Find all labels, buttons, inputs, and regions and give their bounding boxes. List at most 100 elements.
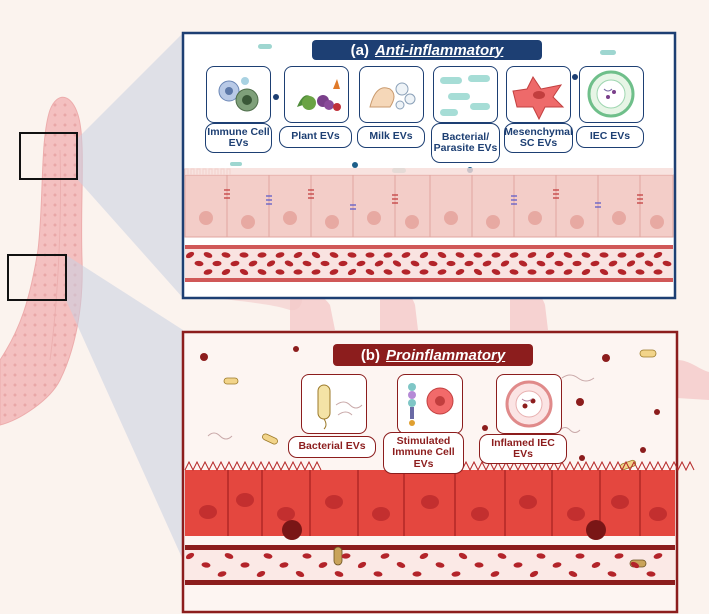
red-blood-cell (419, 251, 429, 259)
red-blood-cell (412, 571, 422, 577)
red-blood-cell (437, 252, 447, 258)
plant-produce-icon (284, 66, 349, 123)
red-blood-cell (563, 269, 573, 275)
blood-vessel-b (185, 545, 675, 585)
red-blood-cell (257, 252, 267, 258)
red-blood-cell (293, 269, 303, 275)
red-blood-cell (437, 269, 447, 275)
label-milk-evs: Milk EVs (357, 126, 425, 148)
red-blood-cell (527, 269, 537, 275)
red-blood-cell (266, 260, 276, 267)
red-blood-cell (653, 553, 663, 559)
red-blood-cell (396, 562, 406, 568)
red-blood-cell (428, 260, 438, 267)
red-blood-cell (341, 553, 351, 559)
label-immune-cell-evs: Immune Cell EVs (205, 123, 272, 153)
red-blood-cell (509, 269, 519, 275)
red-blood-cell (373, 571, 383, 577)
red-blood-cell (357, 561, 367, 569)
red-blood-cell (646, 571, 656, 577)
red-blood-cell (194, 260, 204, 267)
red-blood-cell (334, 571, 344, 577)
red-blood-cell (239, 252, 249, 258)
red-blood-cell (374, 260, 384, 267)
red-blood-cell (380, 553, 390, 559)
red-blood-cell (497, 553, 507, 559)
red-blood-cell (185, 251, 195, 259)
red-blood-cell (536, 260, 546, 267)
red-blood-cell (458, 552, 468, 560)
inflamed-epithelium (184, 460, 695, 540)
panel-a-heading: Anti-inflammatory (375, 41, 504, 59)
red-blood-cell (419, 553, 429, 559)
red-blood-cell (284, 260, 294, 267)
red-blood-cell (311, 269, 321, 275)
red-blood-cell (635, 252, 645, 258)
red-blood-cell (293, 252, 303, 258)
red-blood-cell (329, 269, 339, 275)
red-blood-cell (230, 260, 240, 267)
panel-b-heading: Proinflammatory (385, 346, 506, 364)
red-blood-cell (545, 269, 555, 275)
red-blood-cell (263, 553, 273, 559)
blood-cells-a (185, 251, 672, 276)
red-blood-cell (302, 553, 312, 559)
red-blood-cell (545, 251, 555, 259)
red-blood-cell (473, 252, 483, 258)
label-mesenchymal-sc-evs: Mesenchymal SC EVs (504, 123, 573, 153)
bacterium-icon (301, 374, 367, 434)
red-blood-cell (329, 252, 339, 258)
red-blood-cell (518, 260, 528, 267)
red-blood-cell (455, 252, 465, 258)
zoom-projection-b (66, 255, 183, 560)
zoom-box-a (19, 132, 78, 180)
red-blood-cell (491, 269, 501, 275)
red-blood-cell (617, 252, 627, 258)
red-blood-cell (275, 252, 285, 258)
red-blood-cell (608, 260, 618, 267)
red-blood-cell (295, 570, 305, 578)
panel-a-letter: (a) (350, 41, 369, 59)
red-blood-cell (347, 252, 357, 258)
red-blood-cell (599, 268, 609, 276)
red-blood-cell (401, 269, 411, 275)
red-blood-cell (185, 552, 195, 560)
red-blood-cell (464, 260, 474, 267)
red-blood-cell (581, 268, 591, 276)
red-blood-cell (599, 252, 609, 258)
red-blood-cell (383, 269, 393, 275)
red-blood-cell (509, 252, 519, 258)
red-blood-cell (203, 252, 213, 258)
label-plant-evs: Plant EVs (279, 126, 352, 148)
red-blood-cell (365, 252, 375, 258)
red-blood-cell (419, 269, 429, 275)
red-blood-cell (203, 269, 213, 275)
panel-b-title: (b) Proinflammatory (333, 344, 533, 366)
iec-vesicle-icon (579, 66, 644, 123)
inflamed-iec-vesicle-icon (496, 374, 562, 434)
red-blood-cell (239, 268, 249, 276)
red-blood-cell (626, 260, 636, 267)
red-blood-cell (401, 252, 411, 258)
red-blood-cell (451, 571, 461, 577)
red-blood-cell (607, 571, 617, 577)
red-blood-cell (212, 260, 222, 267)
red-blood-cell (617, 269, 627, 275)
red-blood-cell (221, 268, 231, 276)
label-iec-evs: IEC EVs (576, 126, 644, 148)
red-blood-cell (347, 268, 357, 276)
red-blood-cell (500, 260, 510, 267)
red-blood-cell (568, 571, 578, 577)
red-blood-cell (630, 561, 640, 569)
red-blood-cell (653, 252, 663, 258)
red-blood-cell (581, 252, 591, 258)
red-blood-cell (653, 269, 663, 275)
red-blood-cell (224, 553, 234, 559)
immune-cell-icon (206, 66, 271, 123)
label-bacterial-parasite-evs: Bacterial/ Parasite EVs (431, 123, 500, 163)
milk-icon (359, 66, 424, 123)
red-blood-cell (248, 260, 258, 267)
zoom-box-b (7, 254, 67, 301)
red-blood-cell (201, 562, 211, 568)
